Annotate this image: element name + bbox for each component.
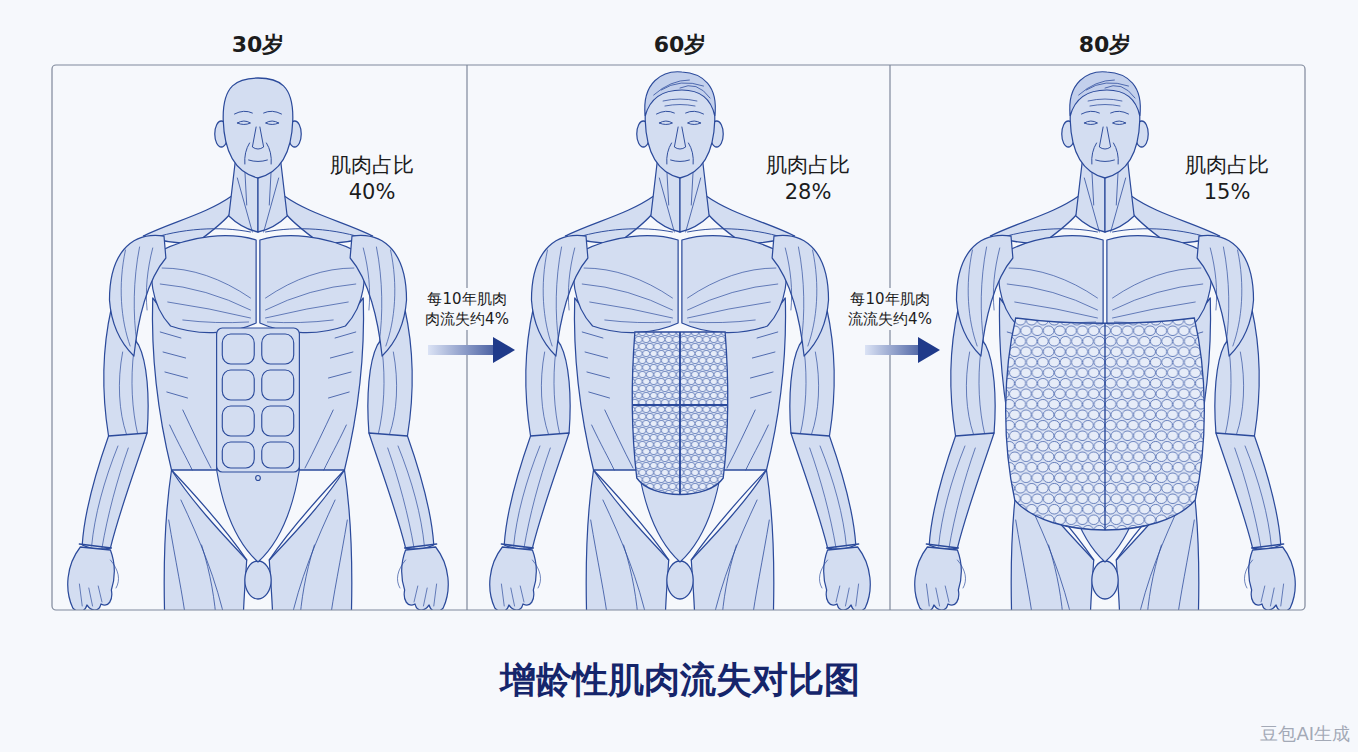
body-30 bbox=[256, 476, 261, 481]
body-30 bbox=[68, 78, 448, 610]
body-30 bbox=[217, 470, 300, 562]
panel-frame bbox=[52, 65, 1305, 610]
age-heading: 30岁 bbox=[232, 30, 285, 60]
body-60 bbox=[490, 72, 870, 610]
body-60 bbox=[632, 332, 727, 495]
body-30 bbox=[222, 334, 254, 364]
muscle-ratio: 肌肉占比 40% bbox=[320, 152, 425, 207]
diagram-title: 增龄性肌肉流失对比图 bbox=[500, 656, 860, 705]
body-30 bbox=[222, 406, 254, 436]
edge-label: 每10年肌肉 肉流失约4% bbox=[421, 288, 514, 331]
flow-arrow bbox=[428, 337, 515, 363]
body-60 bbox=[490, 78, 870, 610]
age-panel: 60岁肌肉占比 28% bbox=[515, 28, 865, 610]
muscle-ratio: 肌肉占比 15% bbox=[1175, 152, 1280, 207]
arrow-head bbox=[493, 337, 515, 363]
arrow-shaft bbox=[428, 345, 495, 355]
panel-frame bbox=[466, 65, 467, 610]
body-30 bbox=[262, 442, 294, 468]
body-30 bbox=[68, 78, 448, 610]
panel-frame bbox=[889, 65, 890, 610]
age-heading: 60岁 bbox=[654, 30, 707, 60]
body-60 bbox=[645, 72, 716, 116]
body-80 bbox=[1070, 72, 1141, 116]
arrow-head bbox=[918, 337, 940, 363]
body-60 bbox=[633, 332, 727, 494]
panel-frame bbox=[52, 65, 1305, 610]
edge-label: 每10年肌肉 流流失约4% bbox=[844, 288, 937, 331]
body-30 bbox=[222, 442, 254, 468]
figures bbox=[68, 72, 1295, 610]
body-30 bbox=[262, 334, 294, 364]
age-panel: 30岁肌肉占比 40% bbox=[55, 28, 428, 610]
muscle-ratio: 肌肉占比 28% bbox=[756, 152, 861, 207]
body-80 bbox=[1006, 318, 1205, 530]
arrow-shaft bbox=[865, 345, 920, 355]
body-30 bbox=[217, 328, 300, 562]
age-panel: 80岁肌肉占比 15% bbox=[940, 28, 1302, 610]
body-80 bbox=[1104, 324, 1105, 530]
body-30 bbox=[262, 370, 294, 400]
flow-arrow bbox=[865, 337, 940, 363]
age-heading: 80岁 bbox=[1079, 30, 1132, 60]
body-80 bbox=[915, 72, 1295, 610]
watermark: 豆包AI生成 bbox=[1260, 722, 1350, 746]
body-80 bbox=[915, 78, 1295, 610]
body-30 bbox=[217, 328, 300, 472]
body-30 bbox=[222, 370, 254, 400]
body-30 bbox=[262, 406, 294, 436]
